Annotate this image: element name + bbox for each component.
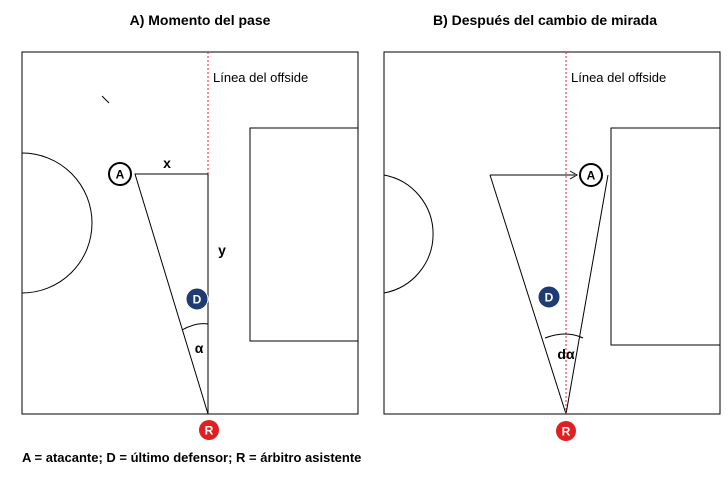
panel-a-tick bbox=[101, 95, 110, 104]
panel-b-attacker-marker: A bbox=[579, 163, 603, 187]
panel-a-penalty-box bbox=[249, 127, 359, 342]
panel-b-angle-label: dα bbox=[557, 346, 575, 362]
panel-b-defender-marker: D bbox=[537, 285, 561, 309]
panel-b-angle-arc bbox=[544, 333, 584, 339]
panel-a-offside-label: Línea del offside bbox=[213, 70, 308, 85]
panel-b-offside-label: Línea del offside bbox=[571, 70, 666, 85]
panel-a-x-label: x bbox=[163, 155, 171, 171]
panel-b-title: B) Después del cambio de mirada bbox=[433, 12, 657, 28]
panel-a-defender-label: D bbox=[193, 293, 202, 307]
panel-b-center-arc bbox=[383, 174, 434, 294]
panel-a-title: A) Momento del pase bbox=[130, 12, 271, 28]
panel-a: Línea del offside x y α A D R bbox=[21, 51, 359, 440]
panel-a-angle-label: α bbox=[195, 340, 204, 356]
panel-a-triangle bbox=[134, 173, 209, 415]
panel-a-attacker-label: A bbox=[116, 168, 125, 182]
panel-a-y-label: y bbox=[218, 242, 226, 258]
panel-b-penalty-box bbox=[610, 127, 721, 346]
panel-b-referee-marker: R bbox=[556, 421, 576, 441]
panel-a-referee-marker: R bbox=[199, 420, 219, 440]
panel-a-angle-arc bbox=[181, 323, 209, 331]
panel-b-defender-label: D bbox=[545, 291, 554, 305]
panel-a-defender-marker: D bbox=[185, 287, 209, 311]
panel-a-center-arc bbox=[21, 152, 93, 294]
panel-a-referee-label: R bbox=[205, 424, 214, 438]
panel-b: Línea del offside dα A D R bbox=[383, 51, 721, 441]
panel-b-arrow-head-icon bbox=[569, 170, 579, 180]
panel-b-attacker-label: A bbox=[587, 169, 596, 183]
legend-text: A = atacante; D = último defensor; R = á… bbox=[22, 450, 361, 465]
panel-a-attacker-marker: A bbox=[108, 162, 132, 186]
panel-b-referee-label: R bbox=[562, 425, 571, 439]
